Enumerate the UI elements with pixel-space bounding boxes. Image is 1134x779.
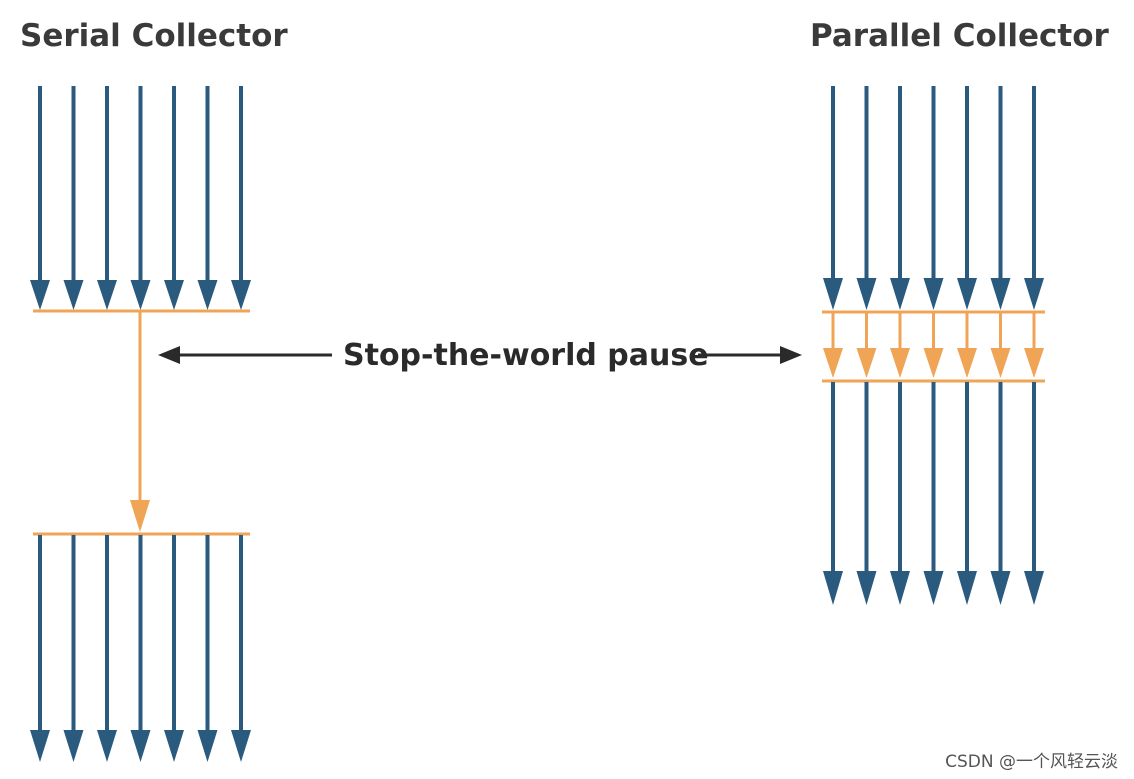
serial-app-thread-bottom-2-head-icon — [63, 730, 84, 762]
parallel-gc-thread-1-head-icon — [823, 348, 843, 378]
serial-gc-thread-1-head-icon — [130, 500, 150, 532]
parallel-app-thread-top-6-head-icon — [990, 278, 1011, 310]
parallel-gc-thread-7-head-icon — [1024, 348, 1044, 378]
serial-collector-title: Serial Collector — [20, 18, 288, 54]
serial-app-thread-bottom-5-head-icon — [164, 730, 184, 762]
parallel-app-thread-top-7-head-icon — [1024, 278, 1044, 310]
parallel-gc-thread-3-head-icon — [890, 348, 910, 378]
parallel-app-thread-bottom-2-head-icon — [856, 571, 877, 605]
pause-label: Stop-the-world pause — [343, 338, 709, 373]
parallel-app-thread-top-3-head-icon — [890, 278, 910, 310]
serial-app-thread-bottom-4-head-icon — [130, 730, 151, 762]
parallel-app-thread-top-2-head-icon — [856, 278, 877, 310]
serial-collector-diagram — [30, 86, 251, 762]
parallel-app-thread-bottom-7-head-icon — [1024, 571, 1044, 605]
parallel-collector-title: Parallel Collector — [810, 18, 1110, 54]
parallel-gc-thread-4-head-icon — [923, 348, 944, 378]
serial-app-thread-bottom-6-head-icon — [197, 730, 218, 762]
parallel-app-thread-bottom-1-head-icon — [823, 571, 843, 605]
serial-app-thread-bottom-1-head-icon — [30, 730, 50, 762]
serial-app-thread-top-5-head-icon — [164, 280, 184, 310]
serial-app-thread-top-3-head-icon — [97, 280, 117, 310]
parallel-app-thread-top-1-head-icon — [823, 278, 843, 310]
serial-app-thread-top-4-head-icon — [130, 280, 151, 310]
serial-app-thread-top-1-head-icon — [30, 280, 50, 310]
pause-arrow-left-head-icon — [158, 346, 180, 364]
parallel-collector-diagram — [822, 86, 1045, 605]
parallel-app-thread-bottom-5-head-icon — [957, 571, 977, 605]
parallel-gc-thread-2-head-icon — [856, 348, 877, 378]
parallel-gc-thread-5-head-icon — [957, 348, 977, 378]
watermark: CSDN @一个风轻云淡 — [945, 752, 1118, 772]
parallel-app-thread-top-4-head-icon — [923, 278, 944, 310]
serial-app-thread-top-6-head-icon — [197, 280, 218, 310]
parallel-app-thread-bottom-4-head-icon — [923, 571, 944, 605]
pause-arrow-right-head-icon — [780, 346, 802, 364]
serial-app-thread-bottom-3-head-icon — [97, 730, 117, 762]
parallel-app-thread-bottom-6-head-icon — [990, 571, 1011, 605]
stop-the-world-pause-annotation: Stop-the-world pause — [158, 338, 802, 373]
serial-app-thread-top-7-head-icon — [231, 280, 251, 310]
serial-app-thread-bottom-7-head-icon — [231, 730, 251, 762]
parallel-app-thread-top-5-head-icon — [957, 278, 977, 310]
serial-app-thread-top-2-head-icon — [63, 280, 84, 310]
parallel-app-thread-bottom-3-head-icon — [890, 571, 910, 605]
parallel-gc-thread-6-head-icon — [990, 348, 1011, 378]
